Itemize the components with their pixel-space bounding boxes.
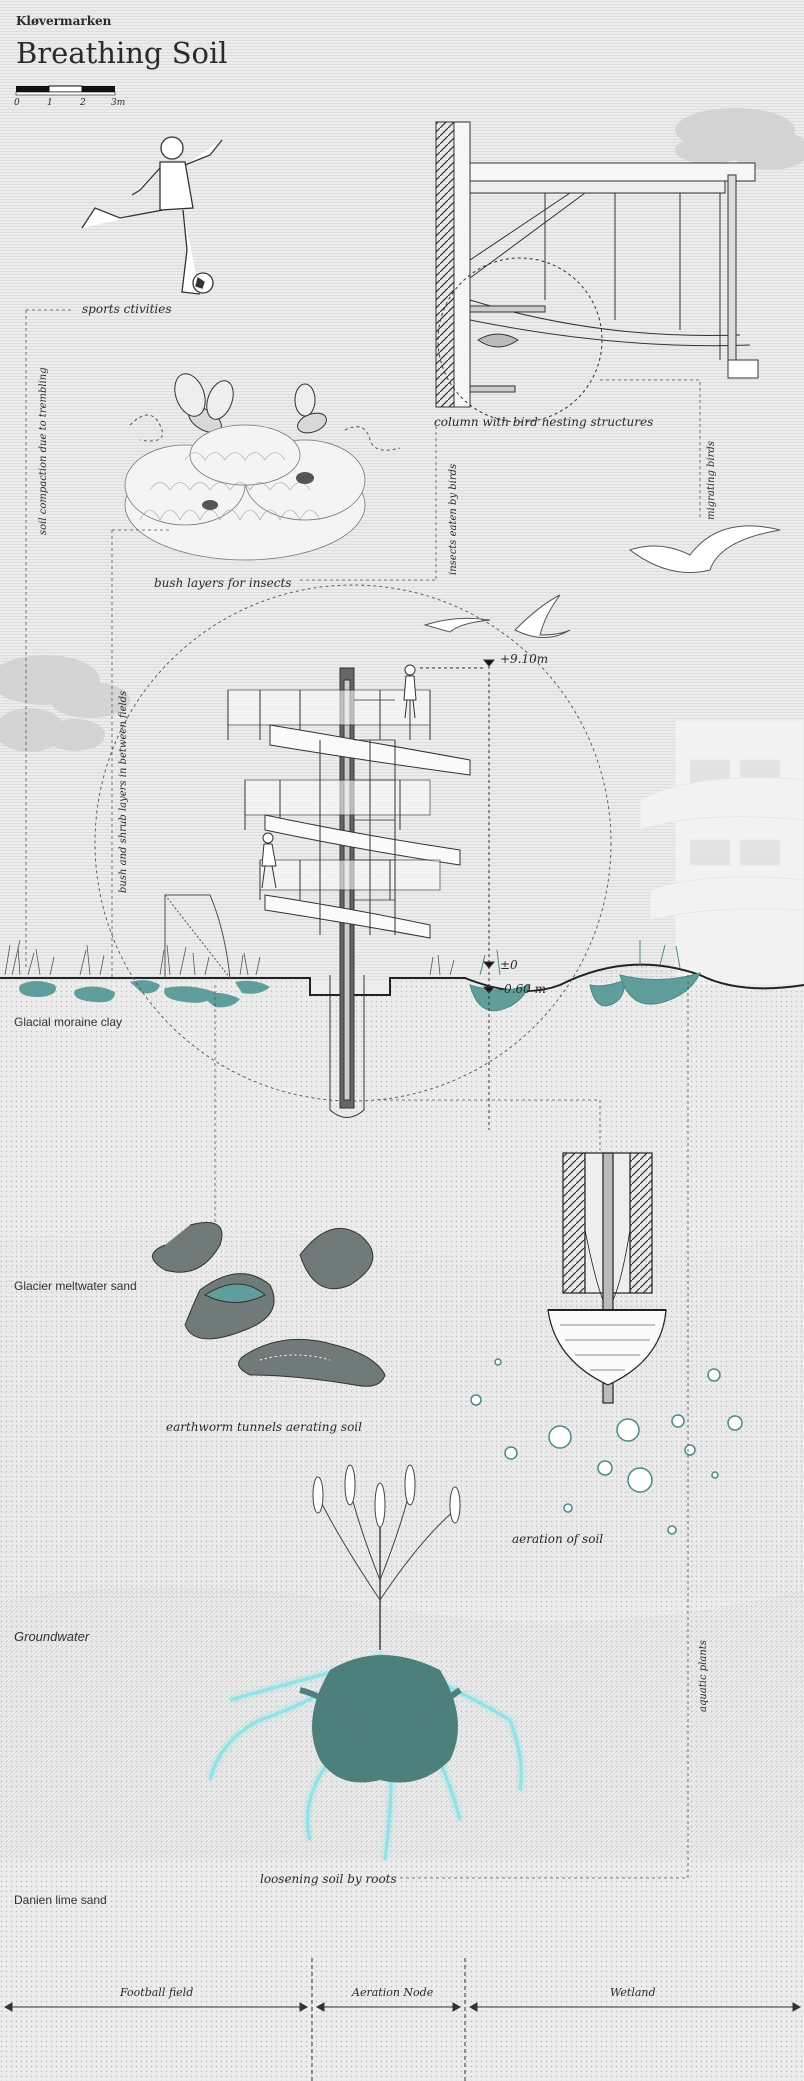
insect-flight-path — [129, 414, 163, 442]
bird-nesting-column — [435, 121, 759, 423]
level-zero-label: ±0 — [500, 958, 518, 972]
aquatic-plants — [469, 940, 701, 1012]
zone-wetland: Wetland — [610, 1986, 656, 1999]
bird-icon — [423, 594, 571, 638]
insect-flight-path — [344, 426, 401, 451]
layer-lime — [0, 1847, 804, 2081]
detail-circle — [94, 584, 612, 1102]
football-goal — [164, 894, 231, 979]
soil-layer-lime: Danien lime sand — [14, 1893, 107, 1907]
ground-line — [0, 963, 804, 996]
annotation-bush: bush layers for insects — [154, 576, 292, 590]
bee-icon — [294, 383, 327, 434]
person-figure — [403, 664, 417, 719]
level-markers — [420, 659, 496, 1130]
scale-tick-label: 2 — [80, 98, 86, 108]
scale-tick-label: 1 — [47, 98, 53, 108]
scale-tick-label: 0 — [14, 98, 20, 108]
annotation-aquatic: aquatic plants — [698, 1640, 709, 1712]
cloud-shape — [675, 108, 804, 170]
person-figure — [261, 832, 277, 889]
bee-icon — [174, 373, 234, 433]
annotation-bird-column: column with bird nesting structures — [434, 415, 654, 429]
annotation-soil-compaction: soil compaction due to trembling — [38, 367, 49, 535]
teal-soil-patches — [19, 980, 270, 1008]
cloud-shape — [0, 655, 130, 752]
page-title: Breathing Soil — [16, 36, 228, 70]
level-minus-label: -0.60 m — [500, 982, 546, 996]
annotation-earthworm: earthworm tunnels aerating soil — [166, 1420, 362, 1434]
header-kicker: Kløvermarken — [16, 14, 112, 28]
leader-lines — [25, 309, 701, 1879]
annotation-bush-shrub: bush and shrub layers in between fields — [118, 690, 129, 893]
zone-aeration-node: Aeration Node — [352, 1986, 434, 1999]
shrubs-left — [4, 939, 455, 976]
level-top-label: +9.10m — [500, 652, 549, 666]
annotation-migrating-birds: migrating birds — [706, 441, 717, 520]
annotation-sports: sports ctivities — [82, 302, 172, 316]
scale-tick-label: 3m — [111, 98, 126, 108]
soil-layer-groundwater: Groundwater — [14, 1629, 90, 1644]
zone-football: Football field — [120, 1986, 194, 1999]
aeration-bubbles — [470, 1358, 743, 1535]
spiral-tower — [227, 667, 471, 1118]
soil-layer-moraine: Glacial moraine clay — [14, 1015, 123, 1029]
soccer-player-figure — [81, 136, 223, 295]
plant-with-roots — [208, 1464, 523, 1861]
soil-layer-meltwater: Glacier meltwater sand — [14, 1279, 137, 1293]
ghost-building — [639, 719, 804, 986]
aeration-nozzle-detail — [547, 1152, 667, 1404]
bush-texture — [139, 452, 321, 521]
annotation-roots: loosening soil by roots — [260, 1872, 397, 1886]
annotation-aeration: aeration of soil — [512, 1532, 604, 1546]
zone-dividers — [3, 1958, 802, 2081]
beetle-icon — [202, 472, 314, 510]
annotation-insects-birds: insects eaten by birds — [448, 463, 459, 575]
scale-bar — [15, 85, 116, 96]
seagull-icon — [628, 525, 781, 573]
earthworm-tunnels — [152, 1222, 386, 1387]
